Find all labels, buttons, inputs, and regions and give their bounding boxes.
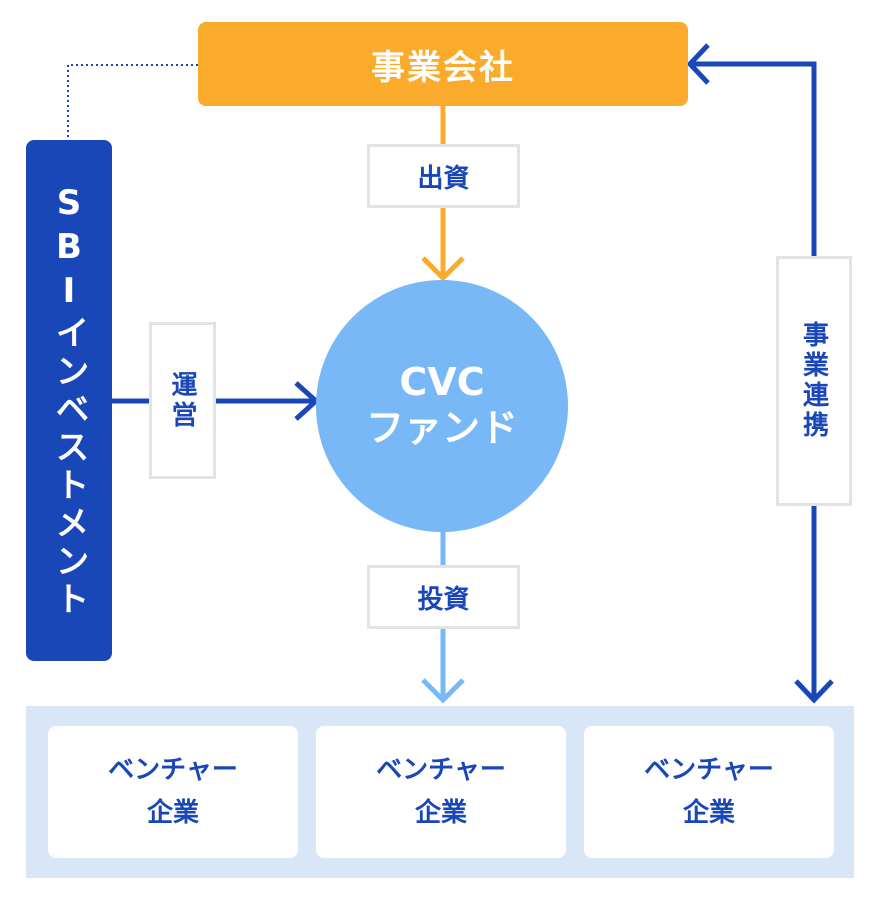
dotted-connector — [67, 64, 198, 140]
investment-label: 投資 — [367, 565, 520, 629]
company-label: 事業会社 — [371, 47, 515, 88]
venture-card-line1: ベンチャー — [108, 755, 238, 786]
company-node: 事業会社 — [198, 22, 688, 106]
capital-contribution-label: 出資 — [367, 144, 520, 208]
cvc-fund-label-line1: CVC — [399, 360, 485, 405]
alliance-arrow-head-down — [794, 679, 834, 704]
venture-card-line2: 企業 — [682, 798, 735, 828]
sbi-investment-node: SBIインベストメント — [26, 140, 112, 661]
sbi-investment-label: SBIインベストメント — [49, 182, 89, 619]
business-alliance-label: 事業連携 — [776, 256, 852, 506]
venture-card-line1: ベンチャー — [376, 755, 506, 786]
operation-text: 運営 — [167, 370, 197, 431]
fund-investment-arrow-head — [421, 678, 465, 704]
venture-company-card: ベンチャー 企業 — [316, 726, 566, 858]
venture-company-card: ベンチャー 企業 — [48, 726, 298, 858]
venture-company-card: ベンチャー 企業 — [584, 726, 834, 858]
cvc-fund-node: CVC ファンド — [316, 280, 568, 532]
venture-card-line2: 企業 — [414, 798, 467, 828]
capital-contribution-text: 出資 — [417, 163, 470, 194]
alliance-arrow-head-left — [686, 43, 710, 85]
business-alliance-text: 事業連携 — [798, 321, 829, 441]
operation-label: 運営 — [149, 322, 216, 479]
venture-card-line1: ベンチャー — [644, 755, 774, 786]
investment-text: 投資 — [417, 584, 470, 615]
venture-card-line2: 企業 — [146, 798, 199, 828]
investment-arrow-head — [421, 256, 465, 282]
cvc-fund-label-line2: ファンド — [365, 406, 518, 450]
